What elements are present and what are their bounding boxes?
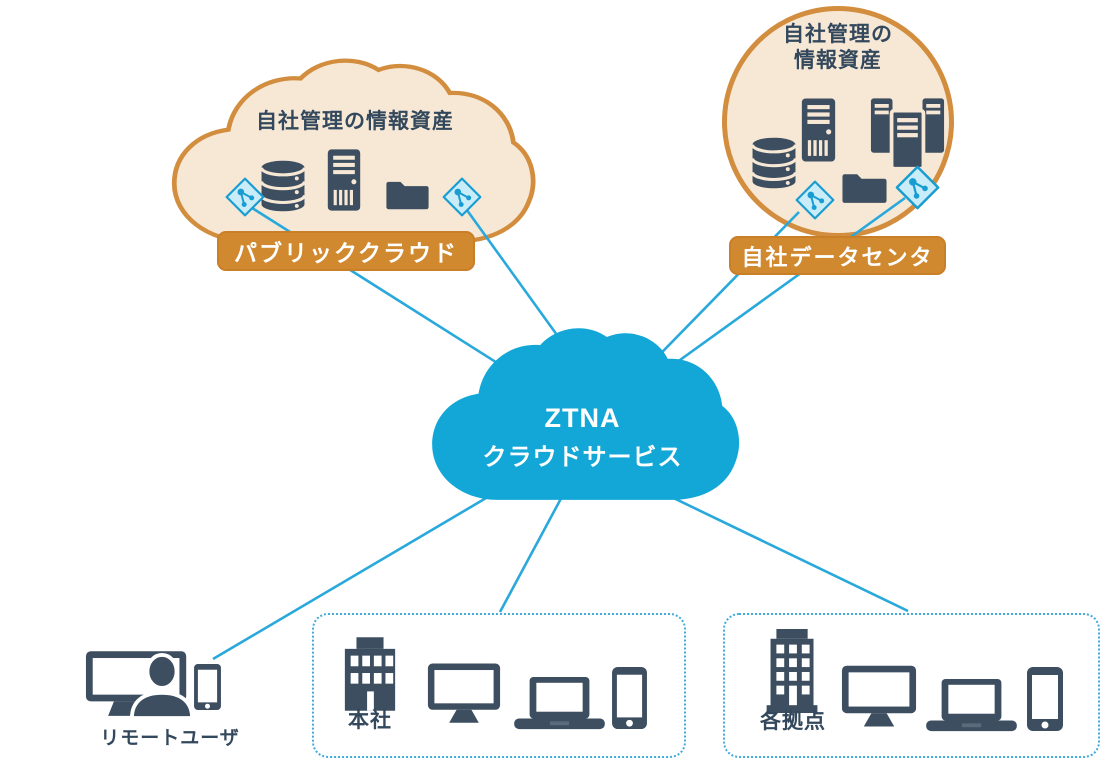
server-icon xyxy=(801,98,836,162)
smartphone-icon xyxy=(1027,667,1063,731)
line-headquarters xyxy=(498,477,574,613)
server-group-icon xyxy=(870,98,945,171)
folder-icon xyxy=(386,181,429,210)
network-connector-icon xyxy=(442,177,482,217)
monitor-icon xyxy=(841,665,917,727)
branch-building-icon xyxy=(766,629,818,713)
ztna-cloud-shape xyxy=(432,328,740,500)
line-remote-user xyxy=(212,476,521,661)
folder-icon xyxy=(842,174,887,203)
laptop-icon xyxy=(514,677,605,730)
network-connector-icon xyxy=(895,165,940,210)
network-connector-icon xyxy=(795,180,835,220)
headquarters-label: 本社 xyxy=(348,709,392,732)
monitor-icon xyxy=(427,663,501,723)
network-connector-icon xyxy=(225,177,265,217)
user-icon xyxy=(129,653,195,720)
office-building-icon xyxy=(344,637,396,711)
branches-label: 各拠点 xyxy=(760,710,826,733)
ztna-cloud-title: ZTNA xyxy=(544,403,621,433)
smartphone-icon xyxy=(612,666,647,730)
remote-user-label: リモートユーザ xyxy=(100,728,240,749)
database-icon xyxy=(260,160,306,212)
line-datacenter-right xyxy=(654,196,906,380)
datacenter-title: 自社管理の 情報資産 xyxy=(783,23,893,73)
laptop-icon xyxy=(926,679,1017,732)
smartphone-icon xyxy=(194,663,221,711)
datacenter-label: 自社データセンタ xyxy=(729,236,946,275)
public-cloud-title: 自社管理の情報資産 xyxy=(256,110,454,133)
public-cloud-label: パブリッククラウド xyxy=(217,231,475,271)
ztna-cloud-subtitle: クラウドサービス xyxy=(482,444,683,471)
database-icon xyxy=(751,137,797,189)
line-branches xyxy=(631,476,909,613)
server-icon xyxy=(327,149,361,211)
